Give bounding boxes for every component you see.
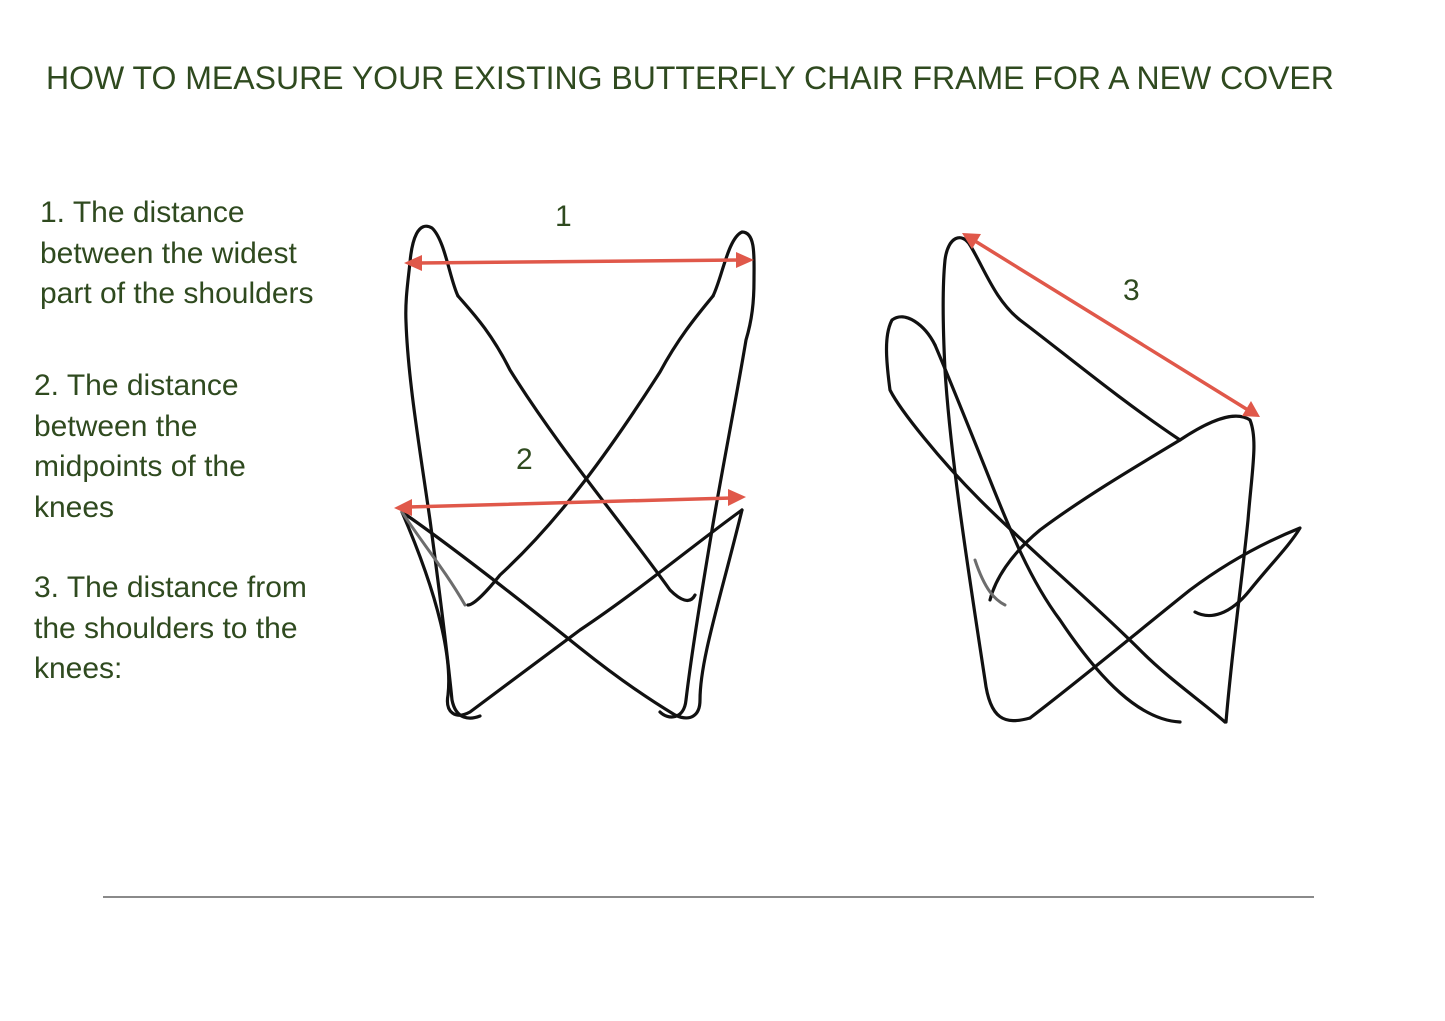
side-frame-diag-2: [988, 438, 1182, 602]
front-chair-frame: [400, 224, 756, 720]
measurement-label-1: 1: [555, 200, 572, 233]
front-frame-outer-right: [658, 230, 756, 719]
arrow-knee-width: [394, 489, 746, 516]
front-frame-outer-left: [404, 224, 482, 720]
side-frame-shoulder-right: [968, 243, 1256, 724]
front-frame-lower-right: [400, 508, 744, 717]
instruction-line: 2. The distance: [34, 369, 239, 402]
side-frame-lower-cross: [1028, 526, 1302, 720]
arrow-shoulder-to-knee: [962, 233, 1260, 417]
front-frame-diag-right: [466, 294, 715, 607]
instruction-2: 2. The distance between the midpoints of…: [34, 366, 246, 528]
instruction-line: between the: [34, 409, 198, 443]
instruction-line: midpoints of the: [34, 450, 246, 483]
instruction-3: 3. The distance from the shoulders to th…: [34, 568, 307, 690]
measurement-label-2: 2: [516, 443, 533, 476]
instruction-line: the shoulders to the: [34, 611, 298, 645]
side-chair-frame: [884, 236, 1302, 724]
instruction-line: 1. The distance: [40, 196, 245, 229]
front-frame-diag-left: [456, 294, 697, 603]
arrow-shoulder-width: [404, 252, 754, 271]
page-title: HOW TO MEASURE YOUR EXISTING BUTTERFLY C…: [46, 60, 1334, 96]
instruction-line: knees:: [34, 652, 123, 685]
front-frame-lower-left: [400, 508, 744, 720]
front-frame-back-shadow: [400, 510, 467, 607]
side-frame-front-loop: [941, 236, 1032, 723]
instruction-line: part of the shoulders: [40, 277, 314, 310]
side-frame-back-shadow: [973, 558, 1007, 607]
instruction-1: 1. The distance between the widest part …: [40, 193, 314, 315]
measurement-label-3: 3: [1123, 274, 1140, 307]
instruction-line: knees: [34, 490, 115, 524]
instruction-line: 3. The distance from: [34, 571, 307, 604]
side-frame-back-loop: [884, 315, 1227, 724]
instruction-line: between the widest: [40, 236, 297, 270]
side-frame-diag-1: [933, 343, 1182, 724]
